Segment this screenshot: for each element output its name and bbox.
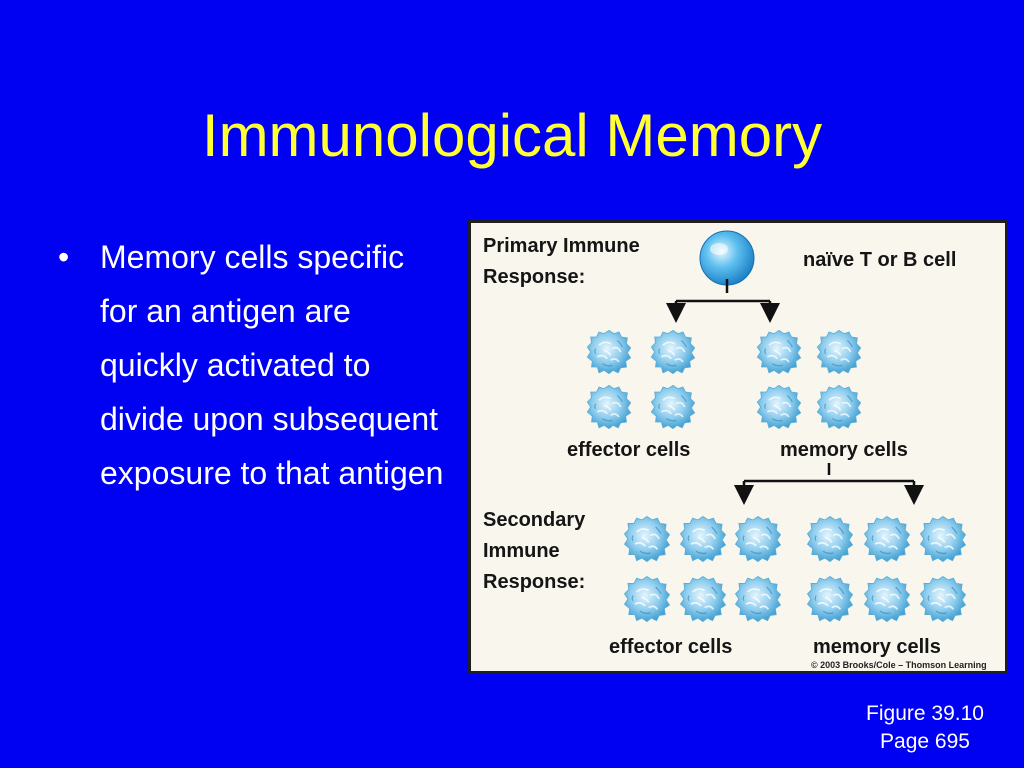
primary-memory-label: memory cells [780, 439, 908, 461]
primary-effector-label: effector cells [567, 439, 691, 461]
naive-cell-label: naïve T or B cell [803, 249, 957, 271]
secondary-split-connector [734, 463, 924, 505]
figure-number: Figure 39.10 [866, 702, 984, 725]
bullet-item: Memory cells specific for an antigen are… [100, 239, 444, 491]
secondary-effector-label: effector cells [609, 636, 733, 658]
naive-cell [699, 230, 755, 286]
bullet-marker: • [58, 239, 70, 275]
primary-split-connector [666, 279, 780, 323]
primary-effector-cells [586, 329, 696, 430]
page-number: Page 695 [880, 730, 970, 753]
secondary-effector-cells [623, 515, 782, 623]
figure-reference: Figure 39.10 Page 695 [840, 700, 1010, 756]
copyright-notice: © 2003 Brooks/Cole – Thomson Learning [811, 660, 987, 670]
primary-response-label: Primary Immune Response: [483, 235, 640, 288]
immune-response-figure: Primary Immune Response: naïve T or B ce… [468, 220, 1008, 674]
figure-illustration [586, 230, 967, 623]
primary-memory-cells [756, 329, 862, 430]
secondary-memory-label: memory cells [813, 636, 941, 658]
slide-title: Immunological Memory [201, 102, 823, 169]
secondary-response-label: Secondary Immune Response: [483, 509, 586, 593]
secondary-memory-cells [806, 515, 967, 623]
